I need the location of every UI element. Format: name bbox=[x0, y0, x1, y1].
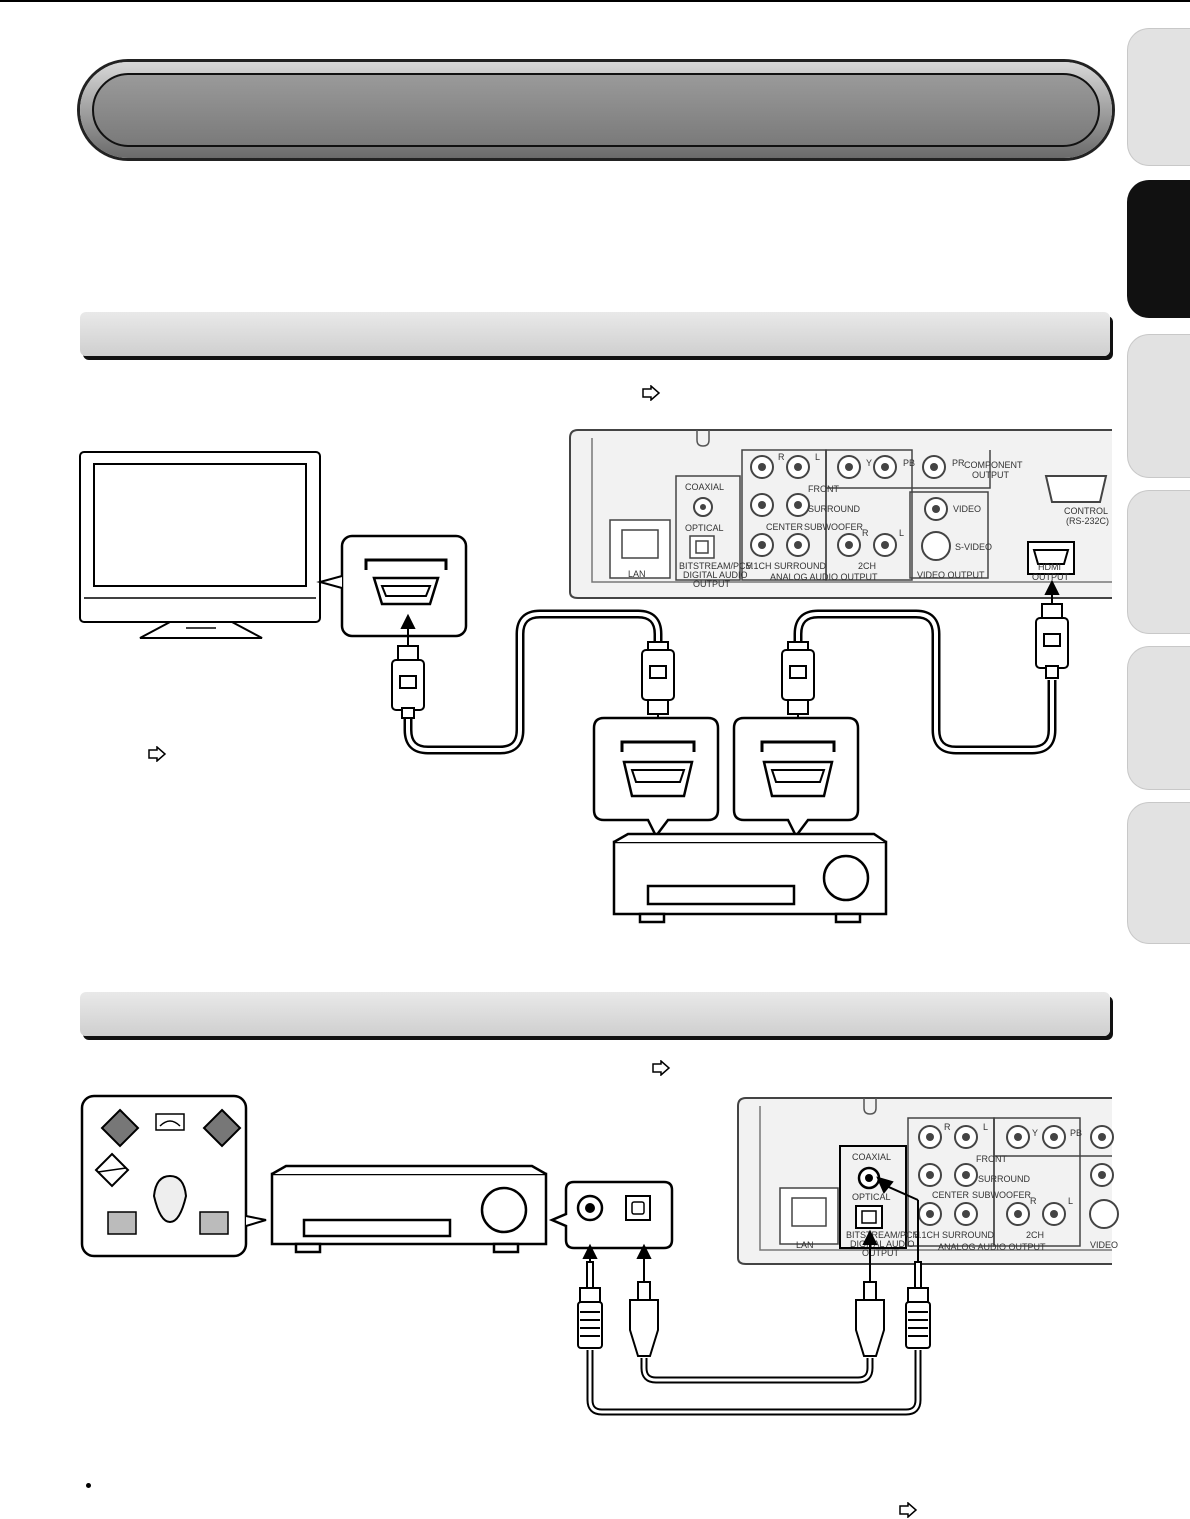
top-rule bbox=[0, 0, 1190, 2]
label-video-b: VIDEO bbox=[1090, 1240, 1118, 1250]
label-l-b: L bbox=[983, 1122, 988, 1132]
label-s-video: S-VIDEO bbox=[955, 542, 992, 552]
label-optical: OPTICAL bbox=[685, 523, 724, 533]
label-y-b: Y bbox=[1032, 1128, 1038, 1138]
reference-arrow-icon bbox=[899, 1502, 918, 1518]
label-surround-b: SURROUND bbox=[978, 1174, 1031, 1184]
av-receiver-2 bbox=[270, 1164, 548, 1254]
label-digital-audio-2: DIGITAL AUDIO bbox=[850, 1239, 915, 1249]
label-hdmi-output: OUTPUT bbox=[1032, 572, 1070, 582]
side-tab-6[interactable] bbox=[1127, 802, 1190, 944]
label-r-b: R bbox=[944, 1122, 951, 1132]
label-r-2ch: R bbox=[862, 528, 869, 538]
audio-format-logos-callout bbox=[80, 1094, 267, 1258]
label-video: VIDEO bbox=[953, 504, 981, 514]
label-coaxial-2: COAXIAL bbox=[852, 1152, 891, 1162]
receiver-digital-input-callout bbox=[548, 1180, 674, 1250]
label-component-output: OUTPUT bbox=[972, 470, 1010, 480]
title-banner bbox=[80, 62, 1112, 158]
label-analog-audio-output-b: ANALOG AUDIO OUTPUT bbox=[938, 1242, 1046, 1252]
digital-audio-connection-diagram: LAN COAXIAL OPTICAL BITSTREAM/PCM DIGITA… bbox=[80, 1094, 1119, 1416]
label-hdmi: HDMI bbox=[1038, 562, 1061, 572]
side-tab-4[interactable] bbox=[1127, 490, 1190, 634]
label-y: Y bbox=[866, 458, 872, 468]
section-heading-bar-1 bbox=[80, 312, 1110, 356]
label-front-b: FRONT bbox=[976, 1154, 1007, 1164]
label-bitstream: BITSTREAM/PCM bbox=[679, 561, 753, 571]
label-surround: SURROUND bbox=[808, 504, 861, 514]
label-bitstream-2: BITSTREAM/PCM bbox=[846, 1230, 920, 1240]
hdmi-cables bbox=[403, 609, 1057, 755]
side-tab-5[interactable] bbox=[1127, 646, 1190, 790]
label-r-2ch-b: R bbox=[1030, 1196, 1037, 1206]
label-subwoofer-b: SUBWOOFER bbox=[972, 1190, 1032, 1200]
label-rs232c: (RS-232C) bbox=[1066, 516, 1109, 526]
label-analog-audio-output: ANALOG AUDIO OUTPUT bbox=[770, 572, 878, 582]
label-video-output: VIDEO OUTPUT bbox=[917, 570, 985, 580]
label-r: R bbox=[778, 452, 785, 462]
label-center-b: CENTER bbox=[932, 1190, 970, 1200]
label-component: COMPONENT bbox=[964, 460, 1023, 470]
label-pb: PB bbox=[903, 458, 915, 468]
side-tab-1[interactable] bbox=[1127, 28, 1190, 166]
tv-illustration bbox=[79, 451, 321, 639]
label-5-1ch-surround: 5.1CH SURROUND bbox=[746, 561, 827, 571]
label-coaxial: COAXIAL bbox=[685, 482, 724, 492]
reference-arrow-icon bbox=[642, 385, 661, 401]
label-subwoofer: SUBWOOFER bbox=[804, 522, 864, 532]
av-receiver-1 bbox=[612, 832, 888, 924]
label-l-2ch: L bbox=[899, 528, 904, 538]
label-output: OUTPUT bbox=[693, 579, 731, 589]
tv-hdmi-callout bbox=[316, 534, 468, 638]
label-control: CONTROL bbox=[1064, 506, 1108, 516]
bullet-dot bbox=[86, 1483, 91, 1488]
hdmi-plugs bbox=[391, 603, 1069, 719]
label-digital-audio: DIGITAL AUDIO bbox=[683, 570, 748, 580]
player-rear-panel-1 bbox=[569, 429, 1112, 599]
label-lan-2: LAN bbox=[796, 1240, 814, 1250]
section-heading-bar-2 bbox=[80, 992, 1110, 1036]
label-optical-2: OPTICAL bbox=[852, 1192, 891, 1202]
label-l-2ch-b: L bbox=[1068, 1196, 1073, 1206]
reference-arrow-icon bbox=[148, 746, 167, 762]
label-l: L bbox=[815, 452, 820, 462]
label-pr: PR bbox=[952, 458, 965, 468]
label-center: CENTER bbox=[766, 522, 804, 532]
player-rear-panel-2 bbox=[737, 1097, 1119, 1265]
reference-arrow-icon bbox=[652, 1060, 671, 1076]
label-lan: LAN bbox=[628, 569, 646, 579]
side-tab-3[interactable] bbox=[1127, 334, 1190, 478]
label-pb-b: PB bbox=[1070, 1128, 1082, 1138]
label-5-1ch-surround-b: 5.1CH SURROUND bbox=[914, 1230, 995, 1240]
label-2ch-b: 2CH bbox=[1026, 1230, 1044, 1240]
side-tab-2-active[interactable] bbox=[1127, 180, 1190, 318]
hdmi-connection-diagram: LAN COAXIAL OPTICAL BITSTREAM/PCM DIGITA… bbox=[79, 429, 1112, 924]
optical-plugs bbox=[629, 1281, 885, 1357]
label-output-2: OUTPUT bbox=[862, 1248, 900, 1258]
label-2ch: 2CH bbox=[858, 561, 876, 571]
label-front: FRONT bbox=[808, 484, 839, 494]
